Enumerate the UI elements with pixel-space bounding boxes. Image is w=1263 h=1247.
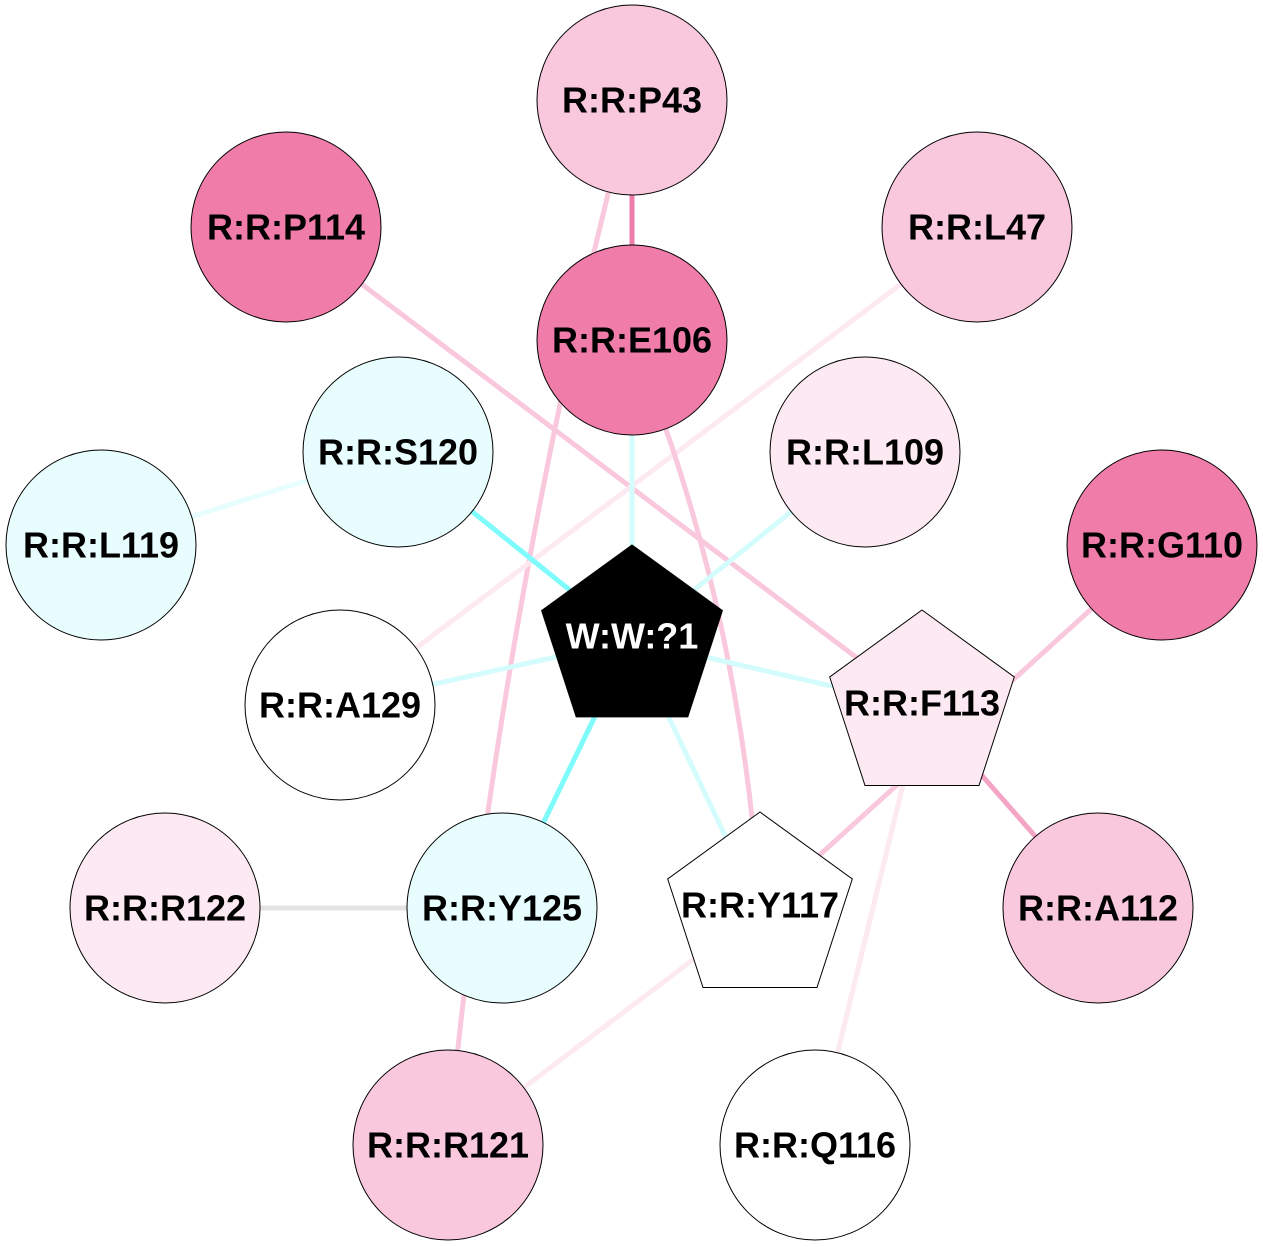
circle-shape [769,356,961,548]
node-label: R:R:R122 [84,888,246,929]
node-label: R:R:Y117 [681,885,839,926]
circle-shape [536,4,728,196]
node-label: W:W:?1 [566,616,699,657]
node-l109[interactable]: R:R:L109 [769,356,961,548]
circle-shape [302,356,494,548]
node-label: R:R:L47 [908,207,1046,248]
node-label: R:R:L109 [786,432,944,473]
node-p114[interactable]: R:R:P114 [190,131,382,323]
circle-shape [1066,449,1258,641]
node-label: R:R:P114 [207,207,365,248]
node-label: R:R:R121 [367,1125,529,1166]
circle-shape [719,1049,911,1241]
circle-shape [190,131,382,323]
node-r122[interactable]: R:R:R122 [69,812,261,1004]
node-label: R:R:E106 [552,320,712,361]
pentagon-shape [829,609,1015,786]
node-label: R:R:Q116 [734,1125,896,1166]
node-g110[interactable]: R:R:G110 [1066,449,1258,641]
circle-shape [1002,812,1194,1004]
node-label: R:R:G110 [1081,525,1243,566]
node-s120[interactable]: R:R:S120 [302,356,494,548]
circle-shape [536,244,728,436]
node-label: R:R:A112 [1018,888,1178,929]
node-y117[interactable]: R:R:Y117 [667,811,853,988]
node-a129[interactable]: R:R:A129 [244,609,436,801]
node-label: R:R:A129 [259,685,421,726]
node-w1[interactable]: W:W:?1 [541,544,723,718]
node-label: R:R:F113 [844,683,1000,724]
pentagon-shape [667,811,853,988]
node-label: R:R:L119 [23,525,179,566]
circle-shape [244,609,436,801]
node-f113[interactable]: R:R:F113 [829,609,1015,786]
edge-p114-f113 [284,225,924,709]
node-label: R:R:S120 [318,432,478,473]
node-q116[interactable]: R:R:Q116 [719,1049,911,1241]
circle-shape [881,131,1073,323]
circle-shape [352,1049,544,1241]
circle-shape [69,812,261,1004]
node-a112[interactable]: R:R:A112 [1002,812,1194,1004]
pentagon-shape [541,544,723,718]
node-y125[interactable]: R:R:Y125 [406,812,598,1004]
node-label: R:R:P43 [562,80,702,121]
edge-l47-a129 [338,225,979,707]
node-r121[interactable]: R:R:R121 [352,1049,544,1241]
node-e106[interactable]: R:R:E106 [536,244,728,436]
node-label: R:R:Y125 [422,888,582,929]
circle-shape [5,449,197,641]
node-p43[interactable]: R:R:P43 [536,4,728,196]
node-l47[interactable]: R:R:L47 [881,131,1073,323]
node-l119[interactable]: R:R:L119 [5,449,197,641]
circle-shape [406,812,598,1004]
